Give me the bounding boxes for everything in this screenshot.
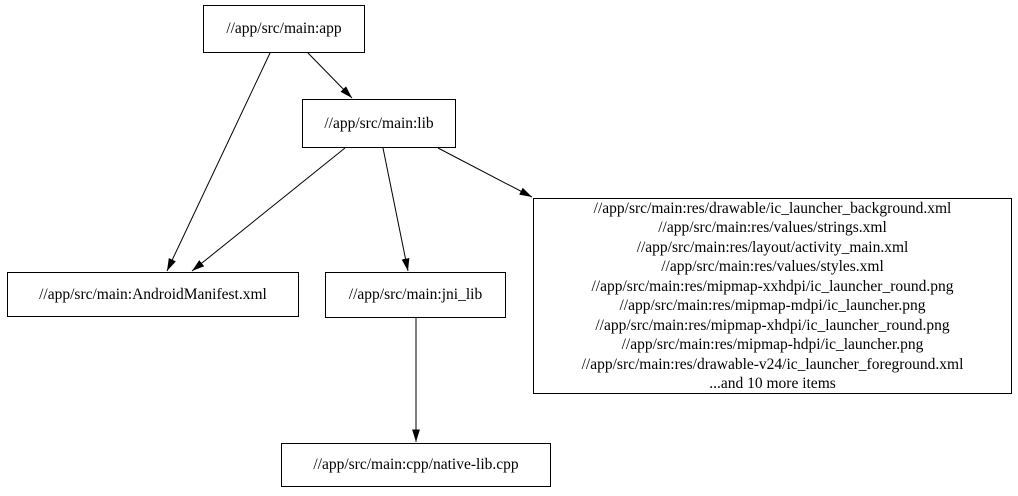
edge-lib-to-res_group xyxy=(437,147,533,198)
node-android-manifest-label: //app/src/main:AndroidManifest.xml xyxy=(39,285,267,303)
res-group-line: //app/src/main:res/layout/activity_main.… xyxy=(636,238,909,256)
node-lib: //app/src/main:lib xyxy=(302,99,456,148)
edge-app-to-lib xyxy=(307,52,353,99)
node-jni-lib-label: //app/src/main:jni_lib xyxy=(348,286,483,303)
edge-lib-to-manifest xyxy=(191,147,346,272)
res-group-line: //app/src/main:res/values/strings.xml xyxy=(658,219,887,236)
node-res-group: //app/src/main:res/drawable/ic_launcher_… xyxy=(533,198,1012,394)
node-jni-lib: //app/src/main:jni_lib xyxy=(325,272,506,318)
res-group-more-items: ...and 10 more items xyxy=(709,375,836,392)
res-group-line: //app/src/main:res/mipmap-xxhdpi/ic_laun… xyxy=(591,277,954,295)
edge-app-to-manifest xyxy=(166,52,271,272)
res-group-line: //app/src/main:res/mipmap-hdpi/ic_launch… xyxy=(621,336,924,353)
node-app-label: //app/src/main:app xyxy=(226,20,342,37)
node-lib-label: //app/src/main:lib xyxy=(324,114,434,132)
res-group-line: //app/src/main:res/drawable-v24/ic_launc… xyxy=(581,355,964,373)
node-native-lib-cpp-label: //app/src/main:cpp/native-lib.cpp xyxy=(313,456,519,473)
edge-lib-to-jni_lib xyxy=(382,147,410,272)
node-app: //app/src/main:app xyxy=(203,5,365,53)
res-group-line: //app/src/main:res/values/styles.xml xyxy=(661,258,884,275)
node-native-lib-cpp: //app/src/main:cpp/native-lib.cpp xyxy=(281,443,551,487)
res-group-line: //app/src/main:res/drawable/ic_launcher_… xyxy=(593,199,952,217)
res-group-line: //app/src/main:res/mipmap-xhdpi/ic_launc… xyxy=(595,316,950,334)
node-android-manifest: //app/src/main:AndroidManifest.xml xyxy=(7,272,299,317)
res-group-line: //app/src/main:res/mipmap-mdpi/ic_launch… xyxy=(619,297,926,314)
